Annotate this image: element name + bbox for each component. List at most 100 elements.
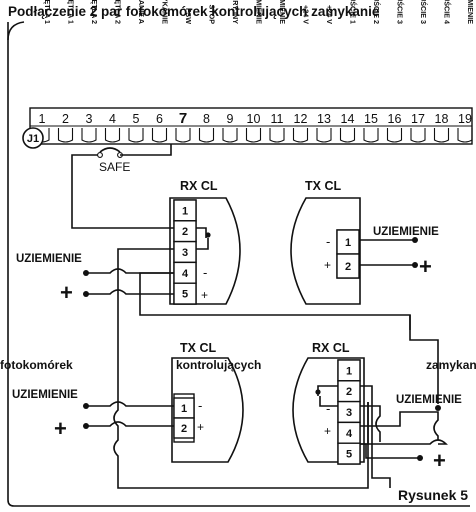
rx2-title: RX CL	[312, 341, 350, 355]
terminal-screw	[245, 128, 262, 143]
rx1-minus: -	[203, 265, 207, 280]
left-top-ground-label: UZIEMIENIE	[16, 253, 82, 265]
terminal-screw	[198, 128, 215, 143]
connector-pin-number: 5	[182, 289, 188, 301]
terminal-label: WYJŚCIE 2	[372, 0, 381, 24]
terminal-label: WYJŚCIE 3	[396, 0, 405, 24]
terminal-number: 2	[62, 112, 69, 126]
terminal-label: +24 V	[302, 5, 311, 24]
terminal-number: 12	[294, 112, 308, 126]
wire-terminal7-safe	[120, 144, 172, 156]
connector-pin-number: 2	[346, 386, 352, 398]
left-bottom-ground-label: UZIEMIENIE	[12, 389, 78, 401]
safe-label: SAFE	[99, 160, 130, 174]
terminal-number: 13	[317, 112, 331, 126]
connector-pin-number: 2	[181, 423, 187, 435]
figure-caption: Rysunek 5	[398, 487, 468, 503]
terminal-screw	[81, 128, 97, 143]
terminal-screw	[175, 128, 191, 143]
tx2-pins: 12	[173, 397, 195, 439]
terminal-label: AWARYJNY	[231, 0, 240, 24]
terminal-number: 14	[341, 112, 355, 126]
connector-pin	[173, 417, 195, 439]
terminal-number: 19	[458, 112, 472, 126]
terminal-label: ZAMYKANIE	[161, 0, 170, 24]
connector-pin-number: 3	[346, 407, 352, 419]
terminal-label: UZIEMIENIE	[466, 0, 475, 24]
terminal-screw	[104, 128, 121, 143]
terminal-screw	[57, 128, 74, 143]
tx1-plus-symbol: +	[419, 254, 432, 279]
terminal-label: WYJŚCIE 4	[443, 0, 452, 24]
connector-pin-number: 4	[346, 428, 353, 440]
frame-left-corner	[7, 21, 25, 41]
left-bottom-plus-symbol: +	[54, 416, 67, 441]
connector-pin-number: 1	[181, 403, 187, 415]
terminal-screw	[128, 128, 144, 143]
terminal-screw	[386, 128, 403, 143]
terminal-screw	[151, 128, 168, 143]
connector-pin-number: 5	[346, 449, 352, 461]
terminal-screw	[222, 128, 238, 143]
rx2-housing	[292, 357, 365, 463]
j1-badge	[22, 127, 44, 149]
terminal-label: UZIEMIENIE	[278, 0, 287, 24]
connector-pin	[337, 442, 361, 465]
tx1-ground-label: UZIEMIENIE	[373, 226, 439, 238]
rx2-minus: -	[326, 401, 330, 416]
rx1-title: RX CL	[180, 179, 218, 193]
rx1-plus: +	[201, 288, 208, 302]
terminal-label: PĘTLA 2	[114, 0, 123, 24]
rx2-relay-contact	[317, 385, 338, 396]
tx1-plus: +	[324, 258, 331, 272]
wire-rx2-ground	[360, 411, 439, 440]
connector-pin-number: 1	[182, 205, 188, 217]
tx1-title: TX CL	[305, 179, 341, 193]
tx1-housing	[290, 197, 361, 305]
tx1-pins: 12	[336, 229, 360, 279]
terminal-screw	[457, 128, 473, 143]
terminal-screw	[269, 128, 285, 143]
terminal-label: WYJŚCIE 3	[419, 0, 428, 24]
terminal-number: 11	[271, 112, 284, 126]
terminal-number: 9	[227, 112, 234, 126]
rx1-housing	[169, 197, 241, 305]
terminal-number: 4	[109, 112, 116, 126]
rx2-plus-symbol: +	[433, 448, 446, 473]
terminal-label: PĘTLA 1	[67, 0, 76, 24]
terminal-label: WYJŚCIE 1	[349, 0, 358, 24]
overlay-right: zamykanie	[426, 358, 476, 372]
rx1-relay-contact	[196, 227, 207, 238]
wire-rx1-pin3	[113, 248, 369, 489]
j1-label: J1	[27, 133, 39, 145]
overlay-left: fotokomórek	[0, 358, 73, 372]
diagram-frame	[7, 22, 470, 507]
terminal-label: +24 V	[325, 5, 334, 24]
terminal-screw	[410, 128, 426, 143]
terminal-number: 8	[203, 112, 210, 126]
tx2-plus: +	[197, 420, 204, 434]
connector-pin-number: 2	[182, 226, 188, 238]
connector-pin	[336, 253, 360, 279]
wire-safe-left	[71, 154, 174, 229]
diagram-title: Podłączenie 2 par fotokomórek kontrolują…	[8, 4, 380, 19]
rx2-ground-label: UZIEMIENIE	[396, 394, 462, 406]
connector-pin-number: 4	[182, 268, 189, 280]
left-top-plus-symbol: +	[60, 280, 73, 305]
terminal-label: FSW	[184, 8, 193, 24]
terminal-number: 10	[247, 112, 261, 126]
connector-pin-number: 3	[182, 247, 188, 259]
terminal-screw	[292, 128, 309, 143]
connector-pin-number: 2	[345, 261, 351, 273]
terminal-screw	[316, 128, 332, 143]
terminal-label: STOP	[208, 5, 217, 25]
terminal-number: 18	[435, 112, 449, 126]
safe-contact	[99, 147, 121, 153]
terminal-label: PĘTLA 2	[90, 0, 99, 24]
terminal-number: 3	[86, 112, 93, 126]
terminal-number: 15	[364, 112, 378, 126]
tx2-minus: -	[198, 398, 202, 413]
